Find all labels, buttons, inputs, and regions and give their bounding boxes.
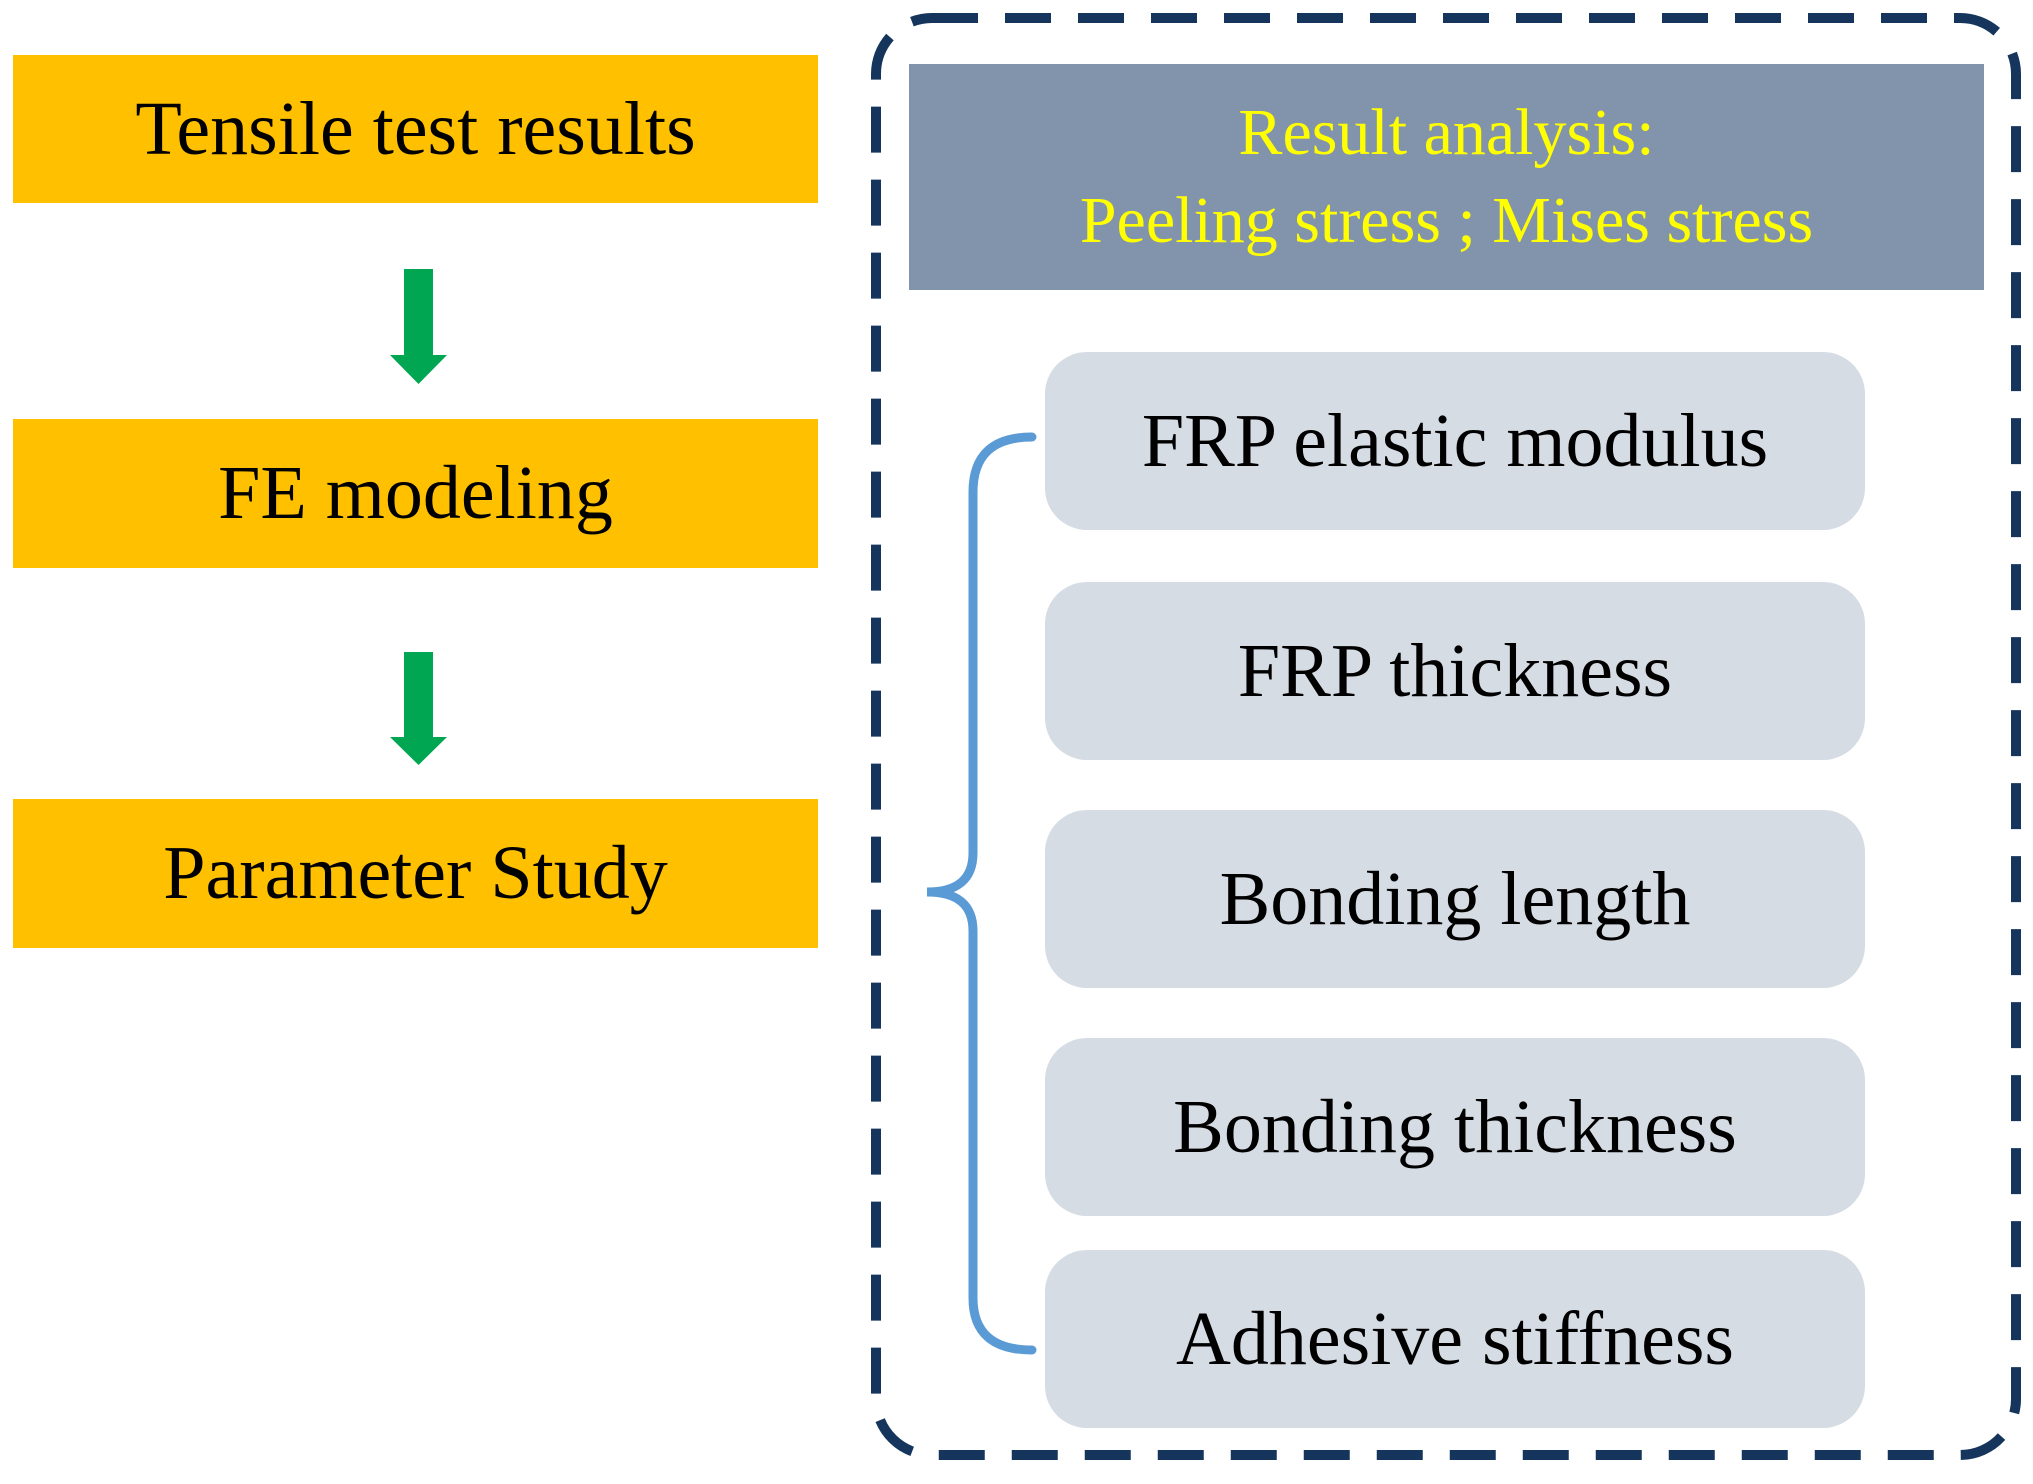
analysis-panel-dashed-border: [871, 13, 2021, 1460]
flow-step-tensile-test-results: Tensile test results: [13, 55, 818, 203]
result-analysis-header: Result analysis: Peeling stress ; Mises …: [909, 64, 1984, 290]
flow-step-parameter-study: Parameter Study: [13, 799, 818, 948]
flow-step-label: Tensile test results: [135, 86, 696, 171]
parameter-label: FRP elastic modulus: [1141, 398, 1769, 483]
parameter-box-frp-thickness: FRP thickness: [1045, 582, 1865, 760]
parameter-label: Bonding thickness: [1173, 1084, 1737, 1169]
down-arrow-icon-1: [390, 269, 447, 384]
parameter-box-bonding-thickness: Bonding thickness: [1045, 1038, 1865, 1216]
flow-step-label: Parameter Study: [163, 831, 668, 915]
parameter-label: FRP thickness: [1237, 628, 1673, 713]
parameter-label: Bonding length: [1219, 856, 1691, 941]
flow-step-label: FE modeling: [218, 451, 613, 535]
parameter-box-adhesive-stiffness: Adhesive stiffness: [1045, 1250, 1865, 1428]
result-analysis-line1: Result analysis:: [1238, 96, 1655, 169]
result-analysis-line2: Peeling stress ; Mises stress: [1079, 184, 1814, 257]
parameters-brace: [926, 432, 1037, 1355]
parameter-label: Adhesive stiffness: [1176, 1296, 1734, 1381]
parameter-box-bonding-length: Bonding length: [1045, 810, 1865, 988]
parameter-box-frp-elastic-modulus: FRP elastic modulus: [1045, 352, 1865, 530]
flow-step-fe-modeling: FE modeling: [13, 419, 818, 568]
down-arrow-icon-2: [390, 652, 447, 765]
